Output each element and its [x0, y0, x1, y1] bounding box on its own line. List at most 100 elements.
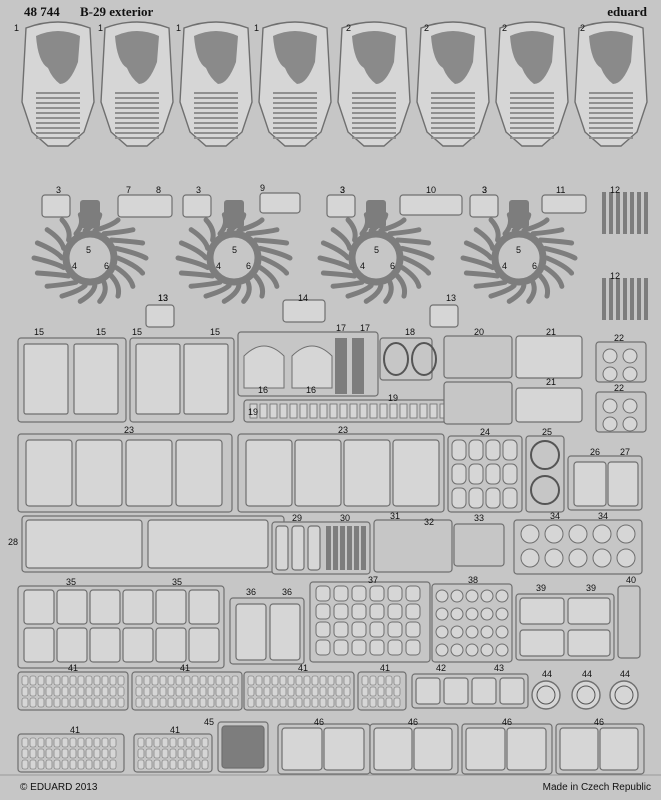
small-tab — [77, 759, 85, 770]
ring-part — [383, 342, 409, 376]
small-tab — [247, 697, 255, 708]
disc-part — [480, 625, 494, 639]
disc-part — [622, 348, 638, 364]
small-tab — [93, 675, 101, 686]
small-tab — [207, 686, 215, 697]
cowling-part — [21, 21, 95, 147]
small-tab — [311, 686, 319, 697]
part-number: 32 — [424, 517, 435, 527]
exhaust-stack — [188, 279, 223, 289]
strip-part — [644, 192, 648, 234]
etched-part — [443, 381, 513, 425]
part-number: 2 — [580, 23, 586, 33]
etched-part — [259, 192, 301, 214]
small-tab — [215, 697, 223, 708]
part-number: 41 — [70, 725, 81, 735]
etched-part — [155, 627, 187, 663]
made-in-text: Made in Czech Republic — [542, 782, 651, 793]
part-number: 30 — [340, 513, 351, 523]
disc-part — [568, 548, 588, 568]
small-tab — [61, 737, 69, 748]
small-tab — [303, 686, 311, 697]
cowling-slot — [273, 112, 317, 114]
small-tab — [167, 686, 175, 697]
disc-part — [480, 607, 494, 621]
disc-part — [571, 680, 601, 710]
small-tab — [45, 737, 53, 748]
small-tab — [263, 697, 271, 708]
part-number: 11 — [556, 185, 566, 195]
cowling-slot — [352, 92, 396, 94]
cowling-slot — [115, 107, 159, 109]
part-number: 33 — [474, 513, 485, 523]
small-tab — [271, 686, 279, 697]
oval-part — [315, 639, 331, 656]
part-number: 41 — [170, 725, 181, 735]
part-number: 41 — [68, 663, 79, 673]
small-tab — [161, 748, 169, 759]
oval-part — [351, 621, 367, 638]
small-tab — [69, 759, 77, 770]
exhaust-stack — [506, 283, 527, 304]
exhaust-stack — [175, 255, 211, 271]
small-tab — [109, 737, 117, 748]
part-number: 6 — [246, 261, 252, 271]
small-tab — [61, 686, 69, 697]
cowling-slot — [589, 132, 633, 134]
small-tab — [419, 403, 428, 419]
cowling-slot — [115, 127, 159, 129]
exhaust-stack — [460, 255, 496, 271]
exhaust-stack — [245, 227, 280, 237]
small-tab — [377, 697, 385, 708]
small-tab — [295, 675, 303, 686]
small-tab — [29, 675, 37, 686]
part-number: 46 — [502, 717, 513, 727]
cowling-slot — [36, 102, 80, 104]
small-tab — [201, 759, 209, 770]
etched-part — [135, 343, 181, 415]
sheet-code: 48 744 — [24, 4, 60, 19]
etched-part — [519, 597, 565, 625]
exhaust-stack — [345, 283, 374, 299]
etched-part — [515, 387, 583, 423]
exhaust-stack — [92, 217, 121, 233]
small-tab — [223, 697, 231, 708]
small-tab — [361, 675, 369, 686]
disc-part — [480, 589, 494, 603]
exhaust-stack — [108, 237, 146, 246]
small-tab — [153, 748, 161, 759]
etched-part — [413, 727, 453, 771]
small-tab — [169, 748, 177, 759]
part-number: 41 — [180, 663, 191, 673]
small-tab — [359, 403, 368, 419]
exhaust-stack — [44, 279, 79, 289]
exhaust-stack — [101, 227, 136, 237]
part-number: 21 — [546, 377, 557, 387]
small-tab — [185, 759, 193, 770]
cowling-slot — [510, 117, 554, 119]
small-tab — [117, 686, 125, 697]
disc-part — [609, 680, 639, 710]
oval-part — [387, 621, 403, 638]
small-tab — [369, 686, 377, 697]
small-tab — [109, 759, 117, 770]
strip-part — [354, 526, 359, 570]
cowling-slot — [115, 112, 159, 114]
etched-part — [471, 677, 497, 705]
part-number: 39 — [586, 583, 597, 593]
small-tab — [29, 759, 37, 770]
etched-part — [23, 627, 55, 663]
small-tab — [137, 748, 145, 759]
small-tab — [287, 686, 295, 697]
small-tab — [85, 737, 93, 748]
cowling-slot — [510, 107, 554, 109]
exhaust-stack — [542, 245, 578, 261]
small-tab — [319, 697, 327, 708]
small-tab — [69, 748, 77, 759]
etched-part — [465, 727, 506, 771]
cowling-slot — [194, 137, 238, 139]
exhaust-stack — [530, 227, 565, 237]
part-number: 35 — [66, 577, 77, 587]
exhaust-stack — [363, 283, 384, 304]
etched-part — [122, 589, 154, 625]
